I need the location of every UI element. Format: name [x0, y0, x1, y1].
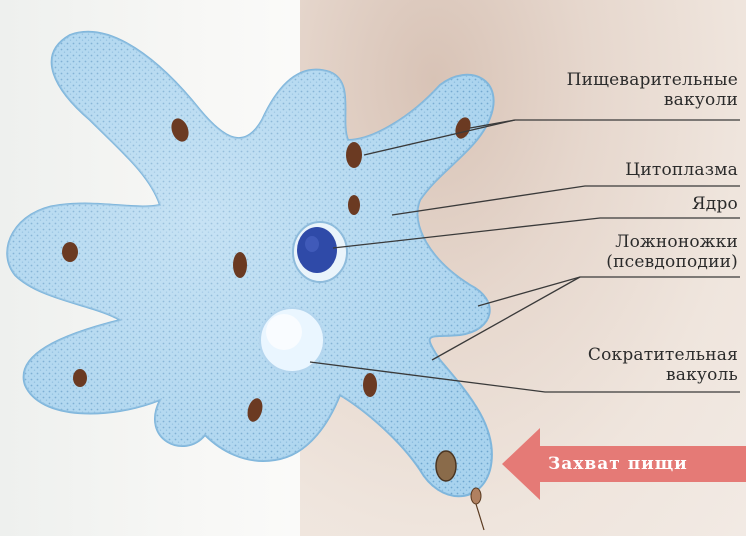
nucleus: [293, 222, 347, 282]
capture-arrow-label: Захват пищи: [548, 454, 738, 474]
label-pseudopodia-line2: (псевдоподии): [606, 252, 738, 272]
label-digestive-vacuoles-line1: Пищеварительные: [567, 70, 738, 90]
label-pseudopodia-line1: Ложноножки: [606, 232, 738, 252]
amoeba-highlight: [7, 32, 493, 496]
label-digestive-vacuoles-line2: вакуоли: [567, 90, 738, 110]
label-digestive-vacuoles: Пищеварительные вакуоли: [567, 70, 738, 110]
label-contractile-vacuole-line1: Сократительная: [588, 345, 738, 365]
label-contractile-vacuole: Сократительная вакуоль: [588, 345, 738, 385]
label-nucleus: Ядро: [692, 194, 738, 214]
label-cytoplasm: Цитоплазма: [625, 160, 738, 180]
label-pseudopodia: Ложноножки (псевдоподии): [606, 232, 738, 272]
label-contractile-vacuole-line2: вакуоль: [588, 365, 738, 385]
